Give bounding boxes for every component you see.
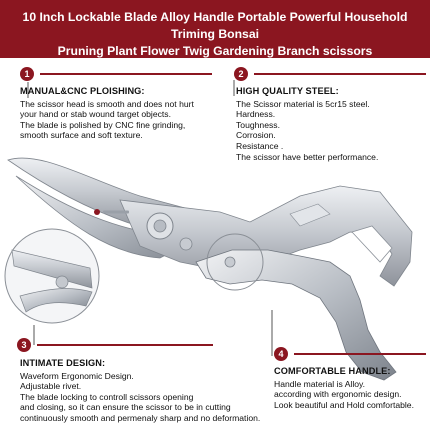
feature-2-line: The Scissor material is 5cr15 steel. <box>236 98 370 109</box>
feature-4-line: according with ergonomic design. <box>274 389 402 400</box>
feature-2-heading: HIGH QUALITY STEEL: <box>236 86 339 96</box>
feature-4-divider <box>294 353 426 355</box>
feature-1-divider <box>40 73 212 75</box>
feature-2-line: Resistance . <box>236 140 284 151</box>
title-line-2: Pruning Plant Flower Twig Gardening Bran… <box>57 44 373 58</box>
feature-2-line: Corrosion. <box>236 130 276 141</box>
feature-3-block: INTIMATE DESIGN: Waveform Ergonomic Desi… <box>20 358 260 424</box>
feature-3-heading: INTIMATE DESIGN: <box>20 358 106 368</box>
feature-2-line: Toughness. <box>236 119 280 130</box>
feature-2-divider <box>254 73 426 75</box>
feature-3-line: and closing, so it can ensure the scisso… <box>20 402 231 413</box>
feature-4-number-badge: 4 <box>274 347 288 361</box>
feature-1-line: your hand or stab wound target objects. <box>20 109 171 120</box>
feature-2-block: HIGH QUALITY STEEL: The Scissor material… <box>236 86 378 162</box>
feature-3-divider <box>37 344 213 346</box>
feature-3-number-badge: 3 <box>17 338 31 352</box>
blade-closeup-image <box>4 228 100 324</box>
feature-4-heading: COMFORTABLE HANDLE: <box>274 366 391 376</box>
title-banner: 10 Inch Lockable Blade Alloy Handle Port… <box>0 0 430 58</box>
feature-2-line: Hardness. <box>236 109 276 120</box>
feature-3-line: Adjustable rivet. <box>20 381 82 392</box>
feature-1-line: smooth surface and soft texture. <box>20 130 143 141</box>
rivet-lock-closeup-image <box>206 233 264 291</box>
feature-3-line: continuously smooth and permenaly sharp … <box>20 412 261 423</box>
feature-1-number-badge: 1 <box>20 67 34 81</box>
feature-3-line: Waveform Ergonomic Design. <box>20 370 134 381</box>
feature-1-line: The blade is polished by CNC fine grindi… <box>20 119 186 130</box>
feature-4-block: COMFORTABLE HANDLE: Handle material is A… <box>274 366 414 410</box>
feature-3-line: The blade locking to controll scissors o… <box>20 391 194 402</box>
feature-1-block: MANUAL&CNC PLOISHING: The scissor head i… <box>20 86 194 141</box>
lower-handle-shape <box>195 249 397 381</box>
feature-1-line: The scissor head is smooth and does not … <box>20 98 194 109</box>
feature-4-line: Handle material is Alloy. <box>274 378 366 389</box>
feature-4-line: Look beautiful and Hold comfortable. <box>274 399 414 410</box>
feature-2-line: The scissor have better performance. <box>236 151 379 162</box>
feature-2-number-badge: 2 <box>234 67 248 81</box>
title-line-1: 10 Inch Lockable Blade Alloy Handle Port… <box>22 10 408 41</box>
feature-1-heading: MANUAL&CNC PLOISHING: <box>20 86 145 96</box>
